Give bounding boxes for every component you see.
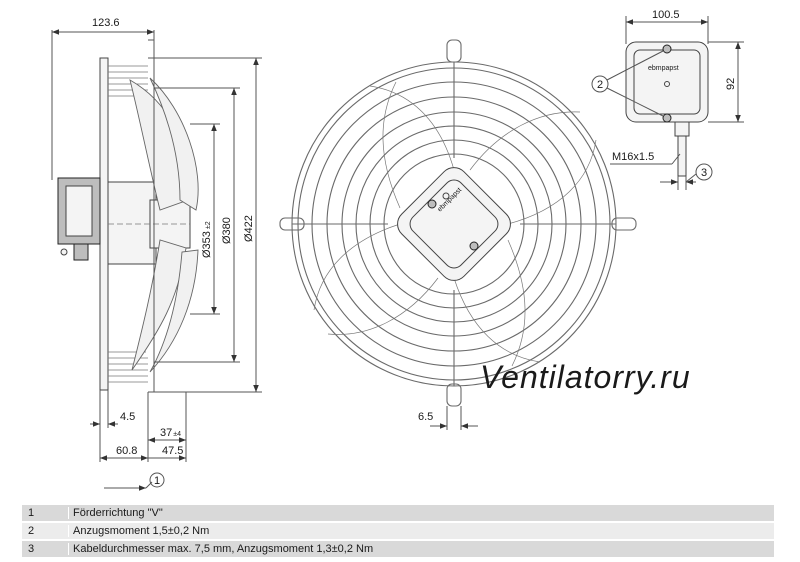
dim-box-height: 92 — [725, 78, 737, 90]
side-view: 123.6 Ø353±2 Ø380 Ø422 4.5 37±4 60.8 47.… — [51, 17, 262, 491]
dim-diameter-380: Ø380 — [221, 217, 233, 244]
legend-text: Anzugsmoment 1,5±0,2 Nm — [68, 525, 774, 537]
legend-table: 1 Förderrichtung "V" 2 Anzugsmoment 1,5±… — [22, 505, 774, 559]
legend-row: 1 Förderrichtung "V" — [22, 505, 774, 523]
legend-number: 3 — [28, 543, 35, 555]
legend-number: 2 — [28, 525, 35, 537]
dim-overall-depth: 123.6 — [92, 17, 120, 29]
dim-hub: 37±4 — [160, 427, 181, 439]
dim-guard-foot: 6.5 — [418, 411, 433, 423]
dim-base-left: 60.8 — [116, 445, 137, 457]
watermark: Ventilatorry.ru — [480, 359, 691, 395]
dim-cable-gland: M16x1.5 — [612, 151, 654, 163]
legend-text: Kabeldurchmesser max. 7,5 mm, Anzugsmome… — [68, 543, 774, 555]
callout-1: 1 — [154, 475, 160, 487]
legend-row: 2 Anzugsmoment 1,5±0,2 Nm — [22, 523, 774, 541]
front-view: ebmpapst 6.5 — [279, 39, 637, 430]
callout-2: 2 — [597, 79, 603, 91]
callout-3: 3 — [701, 167, 707, 179]
legend-row: 3 Kabeldurchmesser max. 7,5 mm, Anzugsmo… — [22, 541, 774, 559]
technical-drawing: 123.6 Ø353±2 Ø380 Ø422 4.5 37±4 60.8 47.… — [51, 9, 744, 491]
legend-number: 1 — [28, 507, 35, 519]
dim-base-right: 47.5 — [162, 445, 183, 457]
brand-label-box: ebmpapst — [648, 65, 679, 72]
dim-flange: 4.5 — [120, 411, 135, 423]
terminal-box-view: ebmpapst 100.5 92 2 M16x1.5 3 — [591, 9, 744, 190]
dim-diameter-353: Ø353±2 — [201, 221, 213, 258]
dim-diameter-422: Ø422 — [243, 215, 255, 242]
legend-text: Förderrichtung "V" — [68, 507, 774, 519]
dim-box-width: 100.5 — [652, 9, 680, 21]
